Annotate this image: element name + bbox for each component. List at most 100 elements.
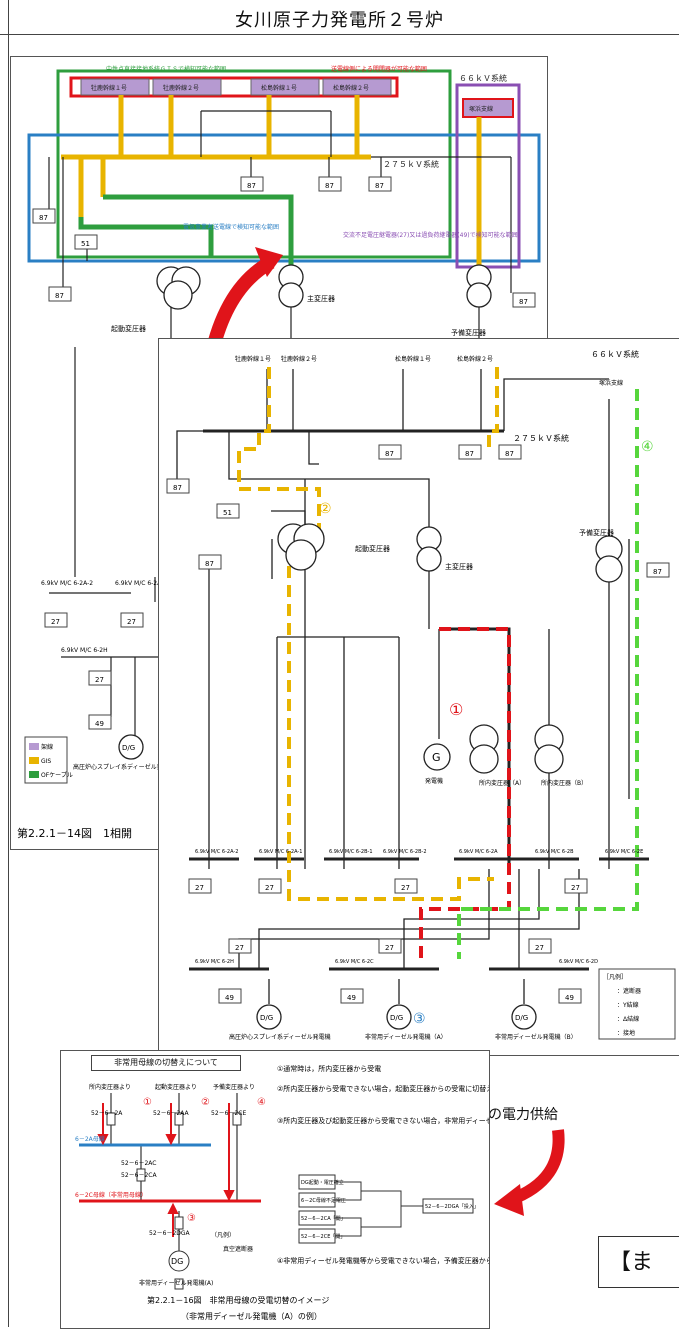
inset-svg: 所内変圧器より 起動変圧器より 予備変圧器より ① ② ④ ③ 52－6－2A … bbox=[75, 1064, 489, 1321]
inset-dg: DG bbox=[171, 1257, 183, 1266]
back-line-1: 牡鹿幹線１号 bbox=[91, 84, 127, 92]
back-relay-87c: 87 bbox=[375, 182, 384, 190]
inset-cb5: 52－6－2CA bbox=[121, 1172, 157, 1179]
front-gen-label: 発電機 bbox=[425, 777, 443, 785]
back-bus-a2: 6.9kV M/C 6-2A-2 bbox=[41, 580, 93, 587]
inset-src-house: 所内変圧器より bbox=[89, 1083, 131, 1091]
inset-logic-3: 52－6－2CA「開」 bbox=[301, 1216, 346, 1222]
front-legend-cb: ：遮断器 bbox=[617, 987, 641, 995]
line-box-2 bbox=[152, 78, 222, 96]
partial-heading: の電力供給 bbox=[488, 1107, 558, 1123]
front-r27c: 27 bbox=[401, 884, 410, 892]
inset-num-3: ③ bbox=[187, 1213, 196, 1224]
front-line-1: 牡鹿幹線１号 bbox=[235, 355, 271, 363]
inset-breakers bbox=[106, 1112, 242, 1290]
inset-logic-boxes bbox=[298, 1174, 474, 1244]
inset-step-3: ③所内変圧器及び起動変圧器から受電できない場合，非常用ディーゼル発電機からの受電… bbox=[277, 1116, 489, 1125]
front-r87f: 87 bbox=[653, 568, 662, 576]
path-2-line bbox=[487, 367, 499, 449]
front-bus-5: 6.9kV M/C 6-2A bbox=[459, 849, 498, 855]
gis-lines bbox=[61, 95, 482, 267]
inset-bus-2c: 6－2C母線（非常用母線） bbox=[75, 1191, 147, 1199]
back-main-tr: 主変圧器 bbox=[307, 294, 335, 303]
front-line-3: 松島幹線１号 bbox=[395, 355, 431, 363]
inset-dg-label: 非常用ディーゼル発電機(A) bbox=[139, 1279, 213, 1287]
front-transformers bbox=[256, 523, 623, 1030]
front-num-2: ② bbox=[319, 501, 332, 517]
inset-bus-2a: 6－2A母線 bbox=[75, 1135, 105, 1143]
curved-arrow-2 bbox=[494, 1129, 565, 1216]
line-box-1 bbox=[80, 78, 150, 96]
front-r27e: 27 bbox=[235, 944, 244, 952]
back-diagram-svg: 中性点直接接地系統ＧＩＳで検知可能な範囲 送電線側による開閉器が可能な範囲 牡鹿… bbox=[17, 65, 541, 840]
front-bus-2h: 6.9kV M/C 6-2H bbox=[195, 959, 234, 965]
inset-num-2: ② bbox=[201, 1097, 210, 1108]
branch-box bbox=[462, 98, 514, 118]
front-diagram-panel: 牡鹿幹線１号 牡鹿幹線２号 松島幹線１号 松島幹線２号 ６６ｋＶ系統 塚浜支線 … bbox=[158, 338, 679, 1056]
back-relay-boxes bbox=[32, 176, 536, 730]
back-relay49: 49 bbox=[95, 720, 104, 728]
front-bus-3: 6.9kV M/C 6-2B-1 bbox=[329, 849, 373, 855]
front-bus-6: 6.9kV M/C 6-2B bbox=[535, 849, 574, 855]
front-branch: 塚浜支線 bbox=[599, 379, 623, 387]
inset-step-4: ④非常用ディーゼル発電機等から受電できない場合，予備変圧器からの受電に切替え bbox=[277, 1256, 489, 1265]
front-line-2: 牡鹿幹線２号 bbox=[281, 355, 317, 363]
front-house-b: 所内変圧器（B） bbox=[541, 779, 587, 787]
back-branch: 塚浜支線 bbox=[469, 105, 493, 113]
front-r87a: 87 bbox=[385, 450, 394, 458]
front-wiring bbox=[176, 369, 649, 1004]
page-title: 女川原子力発電所２号炉 bbox=[235, 10, 444, 31]
front-num-3: ③ bbox=[413, 1011, 426, 1027]
front-bus-2d: 6.9kV M/C 6-2D bbox=[559, 959, 598, 965]
inset-step-2: ②所内変圧器から受電できない場合，起動変圧器からの受電に切替え bbox=[277, 1084, 489, 1093]
back-hpcs: 高圧炉心スプレイ系ディーゼル発電機 bbox=[73, 763, 175, 771]
front-legend bbox=[598, 968, 676, 1040]
back-dg: D/G bbox=[122, 744, 135, 752]
front-legend-y: ：Y結線 bbox=[617, 1001, 639, 1009]
front-r27f: 27 bbox=[385, 944, 394, 952]
back-relay-87f: 87 bbox=[519, 298, 528, 306]
note-green: 中性点直接接地系統ＧＩＳで検知可能な範囲 bbox=[106, 65, 226, 73]
back-sys66: ６６ｋＶ系統 bbox=[459, 73, 507, 83]
note-red: 送電線側による開閉器が可能な範囲 bbox=[331, 65, 427, 73]
back-sys275: ２７５ｋＶ系統 bbox=[383, 159, 439, 169]
front-sys275: ２７５ｋＶ系統 bbox=[513, 433, 569, 443]
line-box-3 bbox=[250, 78, 320, 96]
front-dg-c: D/G bbox=[515, 1014, 528, 1022]
front-legend-delta: ：Δ結線 bbox=[617, 1015, 639, 1023]
front-r27a: 27 bbox=[195, 884, 204, 892]
back-bus-a1: 6.9kV M/C 6-2A-1 bbox=[115, 580, 167, 587]
dashed-paths bbox=[237, 367, 639, 959]
back-caption: 第2.2.1－14図 1相開 bbox=[17, 826, 132, 840]
inset-logic-2: 6－2C母線不足電圧 bbox=[301, 1197, 346, 1204]
back-relay-87d: 87 bbox=[39, 214, 48, 222]
front-relay-boxes bbox=[166, 444, 670, 1004]
front-r87e: 87 bbox=[205, 560, 214, 568]
front-sys66: ６６ｋＶ系統 bbox=[591, 349, 639, 359]
back-relay-87e: 87 bbox=[55, 292, 64, 300]
front-edg-a: 非常用ディーゼル発電機（A） bbox=[365, 1033, 447, 1041]
front-legend-ground: ：接地 bbox=[617, 1029, 635, 1037]
back-relay27-a: 27 bbox=[51, 618, 60, 626]
back-relay-87a: 87 bbox=[247, 182, 256, 190]
inset-title: 非常用母線の切替えについて bbox=[91, 1055, 241, 1071]
bracket-box: 【ま bbox=[598, 1236, 679, 1288]
legend-overhead: 架線 bbox=[41, 743, 53, 751]
legend-of: OFケーブル bbox=[41, 771, 73, 779]
inset-legend-title: （凡例） bbox=[211, 1231, 235, 1239]
note-blue: 電気事業者送電線で検知可能な範囲 bbox=[183, 223, 279, 231]
front-diagram-svg: 牡鹿幹線１号 牡鹿幹線２号 松島幹線１号 松島幹線２号 ６６ｋＶ系統 塚浜支線 … bbox=[166, 349, 676, 1041]
front-gen: G bbox=[432, 751, 441, 764]
left-margin-rule bbox=[8, 34, 9, 1327]
back-line-3: 松島幹線１号 bbox=[261, 84, 297, 92]
front-num-1: ① bbox=[449, 700, 463, 719]
front-startup-tr: 起動変圧器 bbox=[355, 544, 390, 553]
back-reserve-tr: 予備変圧器 bbox=[451, 328, 486, 337]
of-cable-lines bbox=[78, 194, 294, 267]
inset-cb6: 52－6－2DGA bbox=[149, 1230, 191, 1237]
back-line-2: 牡鹿幹線２号 bbox=[163, 84, 199, 92]
front-house-a: 所内変圧器（A） bbox=[479, 779, 525, 787]
blue-region bbox=[27, 133, 541, 263]
inset-num-4: ④ bbox=[257, 1097, 266, 1108]
front-legend-title: ［凡例］ bbox=[603, 973, 627, 981]
